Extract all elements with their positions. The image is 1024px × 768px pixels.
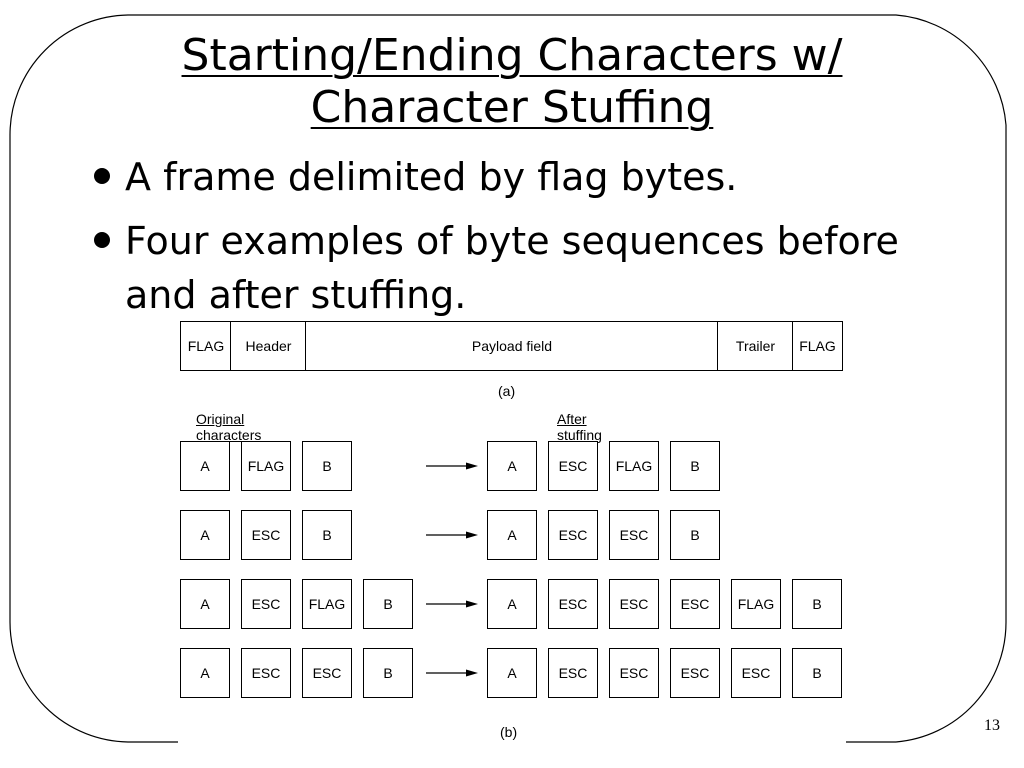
stuffed-byte-box: A: [487, 441, 537, 491]
bullet-text: A frame delimited by flag bytes.: [125, 155, 738, 199]
stuffed-byte-box: ESC: [609, 579, 659, 629]
original-byte-box: ESC: [241, 648, 291, 698]
caption-a: (a): [498, 383, 516, 399]
arrow-right-icon: [466, 600, 478, 608]
frame-field-trailer: Trailer: [717, 321, 793, 371]
bullet-item: Four examples of byte sequences before a…: [90, 214, 970, 322]
frame-field-flag-start: FLAG: [180, 321, 231, 371]
arrow-right-icon: [466, 669, 478, 677]
stuffed-heading: After stuffing: [557, 411, 602, 443]
original-byte-box: B: [363, 648, 413, 698]
stuffed-byte-box: FLAG: [731, 579, 781, 629]
original-byte-box: A: [180, 441, 230, 491]
bullet-text: Four examples of byte sequences before a…: [125, 219, 899, 317]
stuffed-byte-box: ESC: [609, 510, 659, 560]
slide-title: Starting/Ending Characters w/ Character …: [0, 30, 1024, 134]
title-line-2: Character Stuffing: [310, 82, 714, 133]
stuffed-byte-box: ESC: [731, 648, 781, 698]
stuffed-byte-box: B: [670, 510, 720, 560]
frame-field-header: Header: [230, 321, 306, 371]
stuffed-byte-box: A: [487, 579, 537, 629]
original-byte-box: FLAG: [241, 441, 291, 491]
stuffed-byte-box: ESC: [670, 648, 720, 698]
bullet-dot-icon: [94, 232, 110, 248]
stuffed-byte-box: ESC: [548, 510, 598, 560]
stuffed-byte-box: A: [487, 510, 537, 560]
arrow-right-icon: [466, 531, 478, 539]
stuffed-byte-box: ESC: [548, 441, 598, 491]
bullet-dot-icon: [94, 168, 110, 184]
original-byte-box: A: [180, 510, 230, 560]
stuffed-byte-box: B: [792, 648, 842, 698]
original-byte-box: ESC: [241, 510, 291, 560]
frame-field-payload: Payload field: [305, 321, 718, 371]
stuffed-byte-box: A: [487, 648, 537, 698]
original-byte-box: B: [302, 441, 352, 491]
original-byte-box: B: [363, 579, 413, 629]
arrow-right-icon: [466, 462, 478, 470]
stuffed-byte-box: ESC: [670, 579, 720, 629]
bullet-list: A frame delimited by flag bytes. Four ex…: [90, 150, 970, 332]
page-number: 13: [984, 717, 1000, 734]
original-byte-box: B: [302, 510, 352, 560]
original-byte-box: FLAG: [302, 579, 352, 629]
title-line-1: Starting/Ending Characters w/: [181, 30, 843, 81]
stuffed-byte-box: ESC: [609, 648, 659, 698]
caption-b: (b): [500, 724, 518, 740]
bullet-item: A frame delimited by flag bytes.: [90, 150, 970, 204]
stuffed-byte-box: B: [792, 579, 842, 629]
original-byte-box: ESC: [241, 579, 291, 629]
original-heading: Original characters: [196, 411, 262, 443]
original-byte-box: ESC: [302, 648, 352, 698]
stuffed-byte-box: B: [670, 441, 720, 491]
original-byte-box: A: [180, 579, 230, 629]
original-byte-box: A: [180, 648, 230, 698]
stuffed-byte-box: ESC: [548, 648, 598, 698]
stuffed-byte-box: ESC: [548, 579, 598, 629]
frame-field-flag-end: FLAG: [792, 321, 843, 371]
stuffed-byte-box: FLAG: [609, 441, 659, 491]
